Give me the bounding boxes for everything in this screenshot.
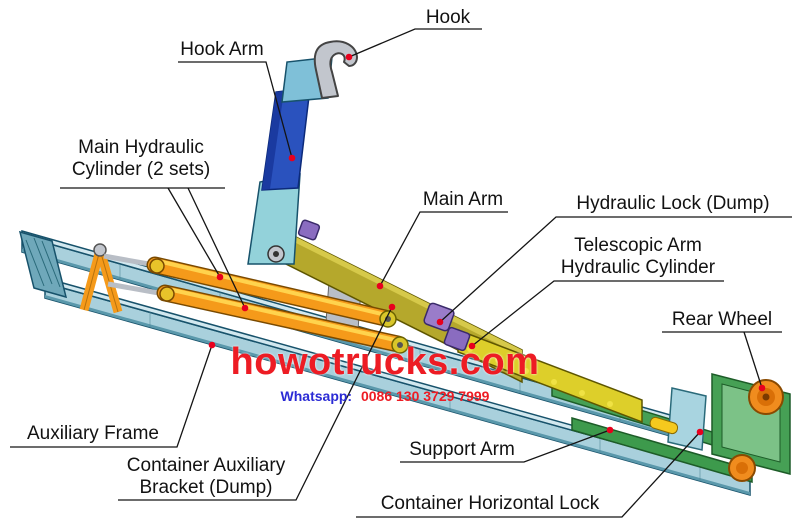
watermark-contact: Whatsapp: 0086 130 3729 7999 [215,388,555,404]
cylinder-bracket-shape [79,243,123,314]
label-hook: Hook [413,7,483,29]
main-hydraulic-cylinders-shape [103,253,409,354]
label-rear-wheel: Rear Wheel [658,309,786,331]
label-text: Bracket (Dump) [139,477,273,498]
rear-wheel-shape [728,379,784,482]
label-text: Hydraulic Lock (Dump) [576,193,770,214]
label-text: Main Arm [422,189,504,210]
label-container-horizontal-lock: Container Horizontal Lock [354,493,626,515]
label-main-hydraulic-cylinder: Main Hydraulic Cylinder (2 sets) [45,137,237,181]
watermark-site: howotrucks.com [230,341,540,383]
leader-lines [10,28,792,518]
label-text: Auxiliary Frame [27,423,159,444]
label-text: Container Horizontal Lock [380,493,600,514]
label-main-arm: Main Arm [416,189,510,211]
label-container-aux-bracket: Container Auxiliary Bracket (Dump) [110,455,302,499]
label-text: Telescopic Arm [574,235,702,256]
container-lock-plate-shape [667,387,707,451]
label-text: Container Auxiliary [126,455,286,476]
label-text: Support Arm [409,439,515,460]
label-auxiliary-frame: Auxiliary Frame [6,423,180,445]
hydraulic-lock-shape [297,219,471,352]
watermark-contact-label: Whatsapp: [280,388,353,404]
label-text: Cylinder (2 sets) [71,159,211,180]
hook-shape [313,40,358,99]
label-support-arm: Support Arm [398,439,526,461]
hook-arm-shape [247,56,333,265]
label-text: Rear Wheel [671,309,773,330]
arm-rivet-dots [467,346,613,407]
frame-end-cap-shape [18,230,68,299]
label-text: Hydraulic Cylinder [560,257,716,278]
label-hook-arm: Hook Arm [174,39,270,61]
label-text: Hook Arm [180,39,264,60]
leader-dots [208,53,766,436]
watermark-contact-number: 0086 130 3729 7999 [360,388,490,404]
label-telescopic-arm-cylinder: Telescopic Arm Hydraulic Cylinder [548,235,728,279]
lock-cylinder-shape [649,416,679,435]
label-text: Hook [425,7,471,28]
label-hydraulic-lock-dump: Hydraulic Lock (Dump) [550,193,796,215]
label-text: Main Hydraulic [78,137,204,158]
